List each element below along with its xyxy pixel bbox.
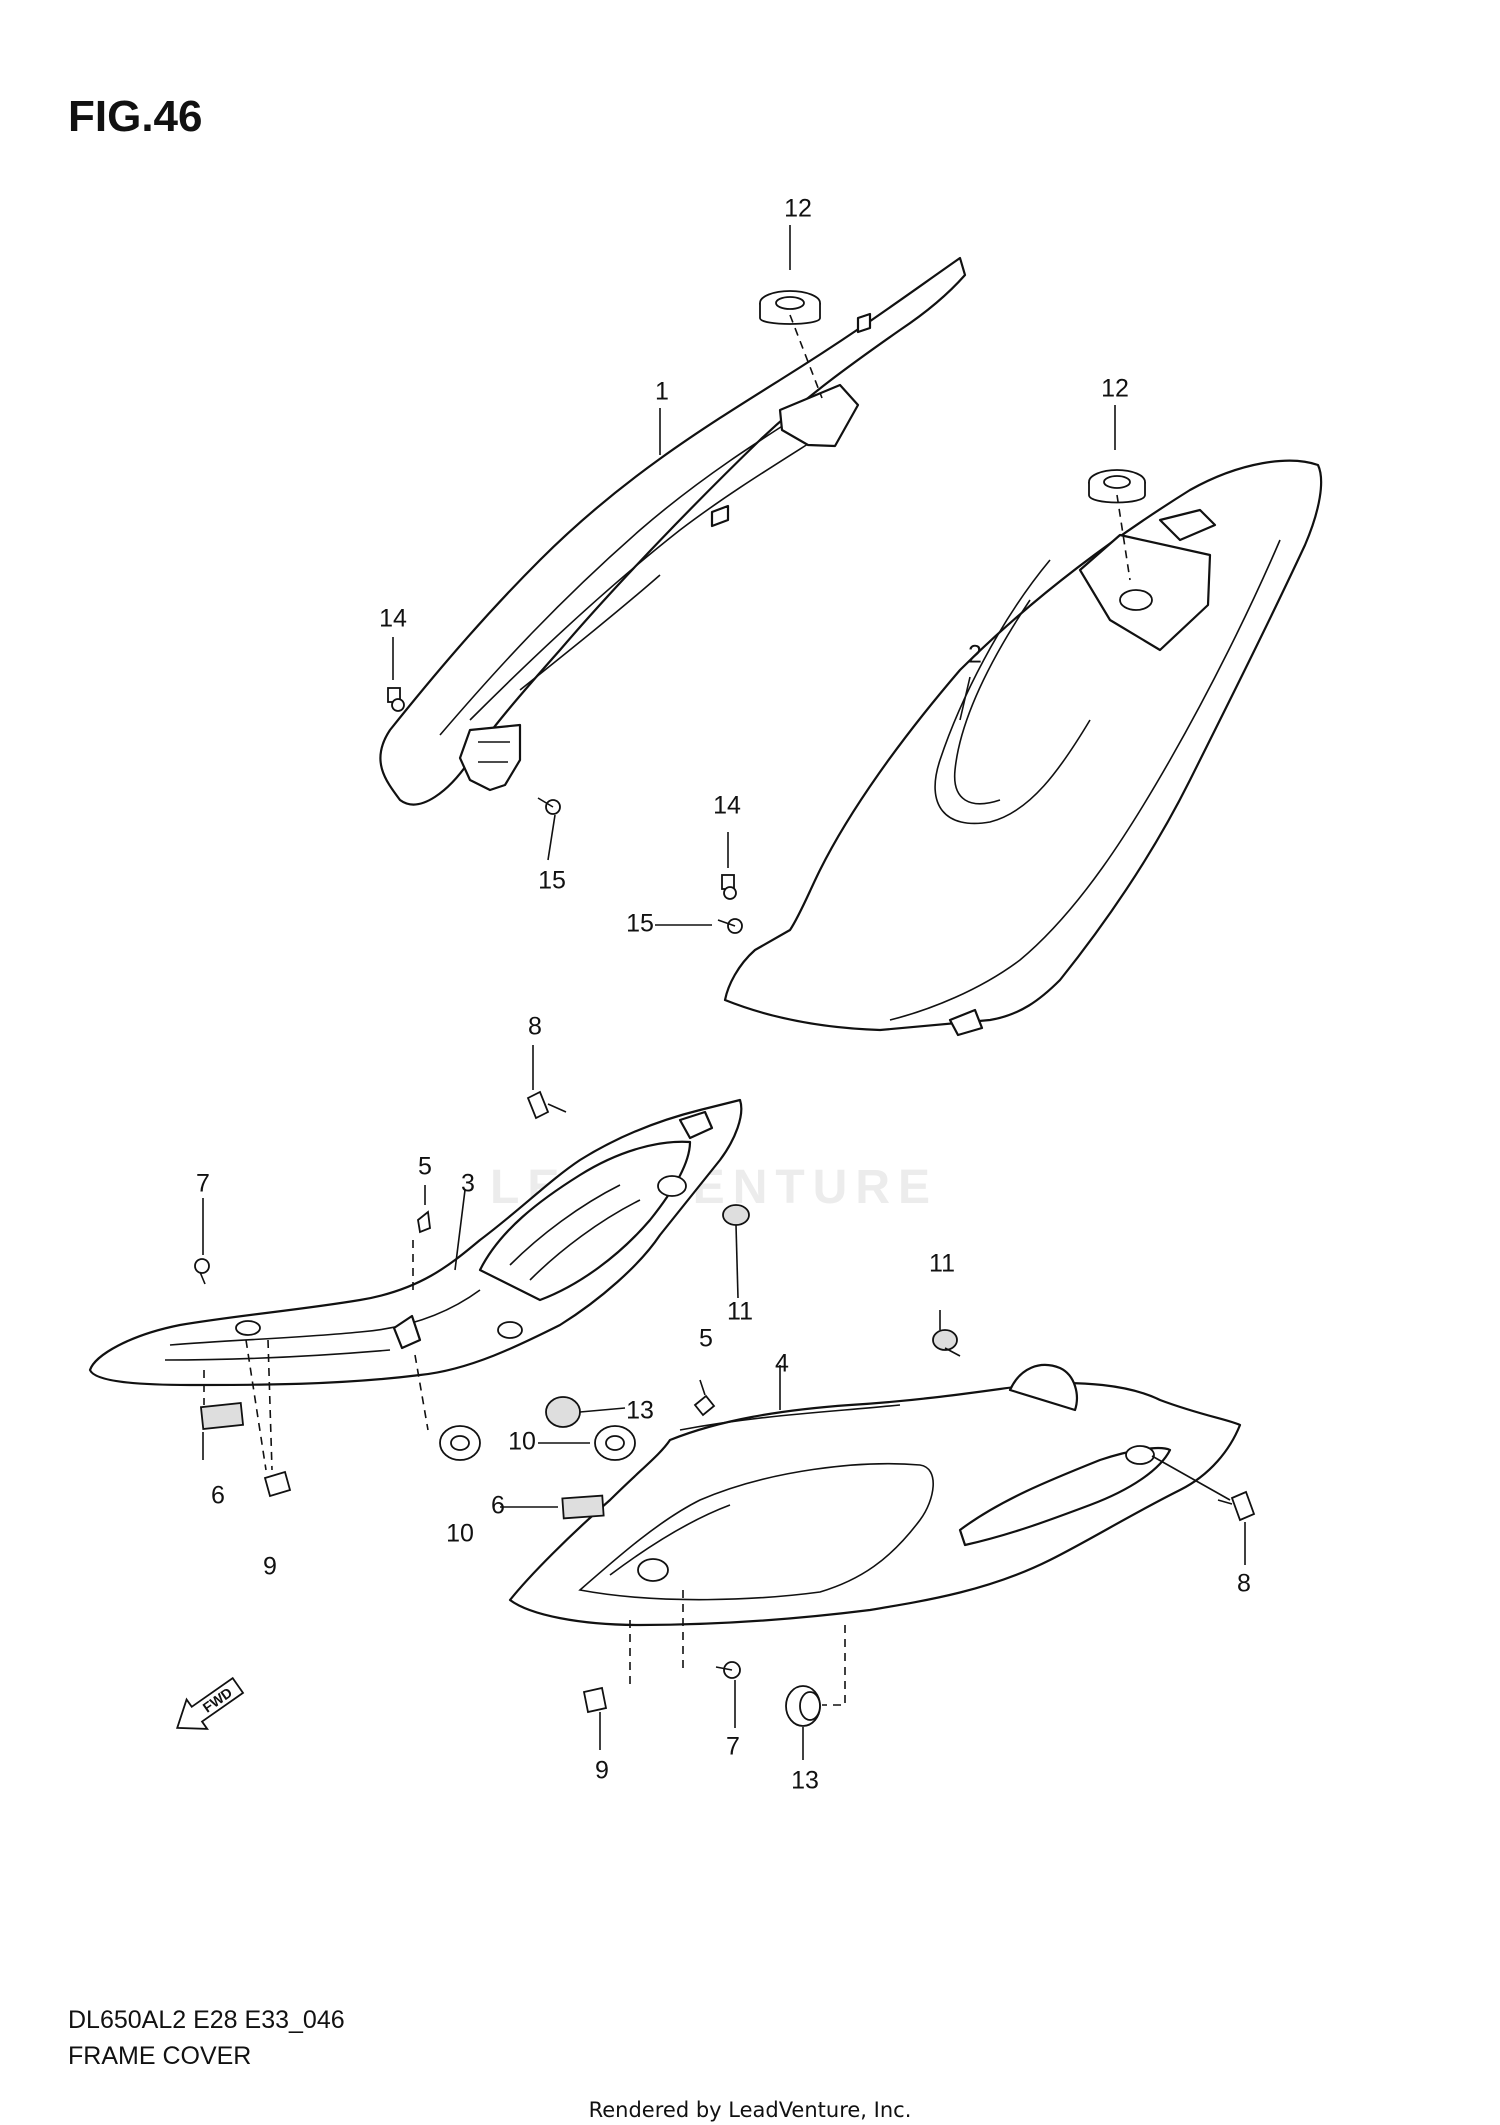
cushion-10-b[interactable] [594, 1425, 636, 1461]
damper-11-b[interactable] [932, 1329, 958, 1351]
leader-lines [202, 225, 1246, 1760]
callout-11-b: 11 [929, 1250, 955, 1278]
callout-10-b: 10 [508, 1428, 536, 1456]
callout-14-b: 14 [713, 792, 741, 820]
callout-3: 3 [461, 1170, 475, 1198]
bolt-8-a[interactable] [526, 1090, 567, 1120]
damper-11-a[interactable] [722, 1204, 750, 1226]
screw-15-a[interactable] [537, 797, 561, 815]
cushion-13-b[interactable] [785, 1685, 821, 1727]
callout-4: 4 [775, 1350, 789, 1378]
model-code: DL650AL2 E28 E33_046 [68, 2006, 345, 2034]
forward-arrow-icon: FWD [176, 1676, 245, 1730]
screw-7-b[interactable] [715, 1661, 741, 1679]
callout-13-a: 13 [626, 1397, 654, 1425]
cushion-13-a[interactable] [545, 1396, 581, 1428]
nut-9-b[interactable] [582, 1686, 608, 1714]
callout-9-b: 9 [595, 1757, 609, 1785]
frame-cover-part-4[interactable] [508, 1363, 1242, 1627]
tape-5-b[interactable] [693, 1394, 716, 1417]
callout-15-b: 15 [626, 910, 654, 938]
callout-6-b: 6 [491, 1492, 505, 1520]
frame-cover-part-2[interactable] [723, 459, 1323, 1037]
tape-6-b[interactable] [561, 1494, 605, 1520]
figure-title: FIG.46 [68, 92, 203, 141]
callout-12-a: 12 [784, 195, 812, 223]
callout-11-a: 11 [727, 1298, 753, 1326]
callout-5-b: 5 [699, 1325, 713, 1353]
callout-2: 2 [968, 641, 982, 669]
clip-14-b[interactable] [721, 874, 737, 900]
footer-credit: Rendered by LeadVenture, Inc. [588, 2098, 912, 2122]
frame-cover-part-1[interactable] [379, 256, 967, 806]
screw-15-b[interactable] [717, 918, 743, 934]
callout-15-a: 15 [538, 867, 566, 895]
nut-9-a[interactable] [263, 1470, 292, 1498]
grommet-12-b[interactable] [1088, 469, 1146, 504]
callout-8-b: 8 [1237, 1570, 1251, 1598]
bolt-8-b[interactable] [1217, 1490, 1256, 1522]
callout-13-b: 13 [791, 1767, 819, 1795]
callout-12-b: 12 [1101, 375, 1129, 403]
frame-cover-part-3[interactable] [88, 1098, 743, 1387]
tape-6-a[interactable] [199, 1401, 245, 1431]
callout-7-b: 7 [726, 1733, 740, 1761]
tape-5-a[interactable] [417, 1210, 431, 1234]
callout-6-a: 6 [211, 1482, 225, 1510]
callout-14-a: 14 [379, 605, 407, 633]
grommet-12-a[interactable] [759, 290, 821, 325]
callout-labels: 12 12 1 14 15 2 14 15 8 5 3 7 11 11 5 4 … [196, 195, 1251, 1795]
cushion-10-a[interactable] [439, 1425, 481, 1461]
clip-14-a[interactable] [387, 687, 405, 712]
screw-7-a[interactable] [194, 1258, 210, 1285]
callout-10-a: 10 [446, 1520, 474, 1548]
callout-8-a: 8 [528, 1013, 542, 1041]
callout-5-a: 5 [418, 1153, 432, 1181]
callout-1: 1 [655, 378, 669, 406]
callout-9-a: 9 [263, 1553, 277, 1581]
page-subtitle: FRAME COVER [68, 2042, 252, 2070]
callout-7-a: 7 [196, 1170, 210, 1198]
